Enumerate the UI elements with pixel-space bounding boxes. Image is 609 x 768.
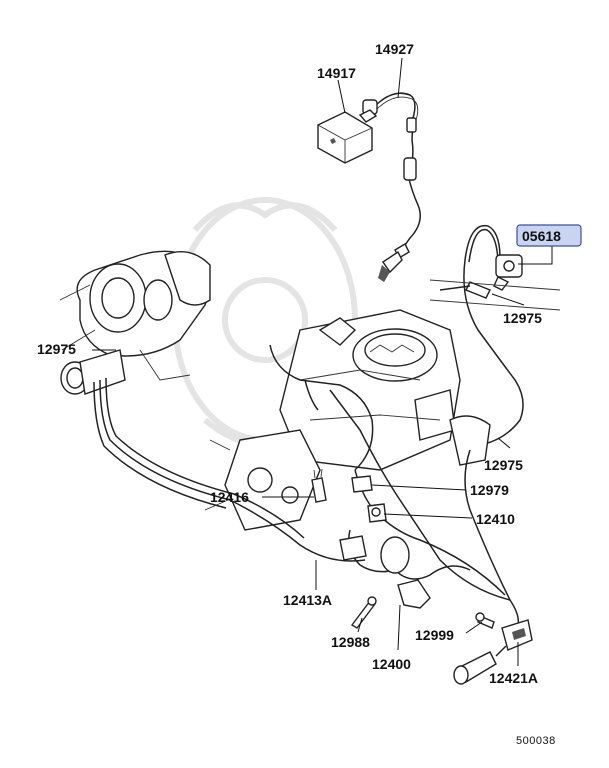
callout-12410[interactable]: 12410 bbox=[476, 511, 515, 527]
bolt-12999[interactable] bbox=[475, 612, 495, 629]
callout-14917[interactable]: 14917 bbox=[317, 65, 356, 81]
vacuum-hose-05618[interactable] bbox=[463, 224, 524, 446]
callout-14927[interactable]: 14927 bbox=[375, 41, 414, 57]
callout-12421A[interactable]: 12421A bbox=[489, 670, 538, 686]
vacuum-harness[interactable] bbox=[93, 344, 520, 626]
vsv-solenoid-12416[interactable] bbox=[311, 468, 327, 503]
callout-12400[interactable]: 12400 bbox=[372, 656, 411, 672]
valve-12410[interactable] bbox=[367, 503, 387, 523]
callout-05618[interactable]: 05618 bbox=[522, 228, 561, 244]
callout-12988[interactable]: 12988 bbox=[331, 634, 370, 650]
callout-12975-lower[interactable]: 12975 bbox=[484, 457, 523, 473]
callout-12416[interactable]: 12416 bbox=[210, 489, 249, 505]
leader-lines bbox=[92, 57, 553, 666]
callout-12979[interactable]: 12979 bbox=[470, 482, 509, 498]
callout-12999[interactable]: 12999 bbox=[415, 627, 454, 643]
oxygen-sensor-harness[interactable] bbox=[362, 92, 421, 282]
callout-labels: 14927 14917 05618 12975 12975 12975 1297… bbox=[37, 41, 582, 747]
callout-12975-left[interactable]: 12975 bbox=[37, 341, 76, 357]
sensor-12421A[interactable] bbox=[453, 619, 533, 685]
engine-assembly bbox=[204, 279, 561, 531]
solenoid-valve-12400[interactable] bbox=[339, 535, 431, 609]
hose-clip-right[interactable] bbox=[439, 281, 491, 299]
connector-12979[interactable] bbox=[351, 475, 373, 493]
callout-12413A[interactable]: 12413A bbox=[283, 592, 332, 608]
turbocharger[interactable] bbox=[59, 250, 211, 395]
diagram-reference-number: 500038 bbox=[516, 735, 556, 747]
relay-module[interactable] bbox=[317, 109, 378, 164]
highlighted-part-box bbox=[516, 224, 582, 247]
bolt-12988[interactable] bbox=[350, 596, 377, 629]
callout-12975-right[interactable]: 12975 bbox=[503, 310, 542, 326]
